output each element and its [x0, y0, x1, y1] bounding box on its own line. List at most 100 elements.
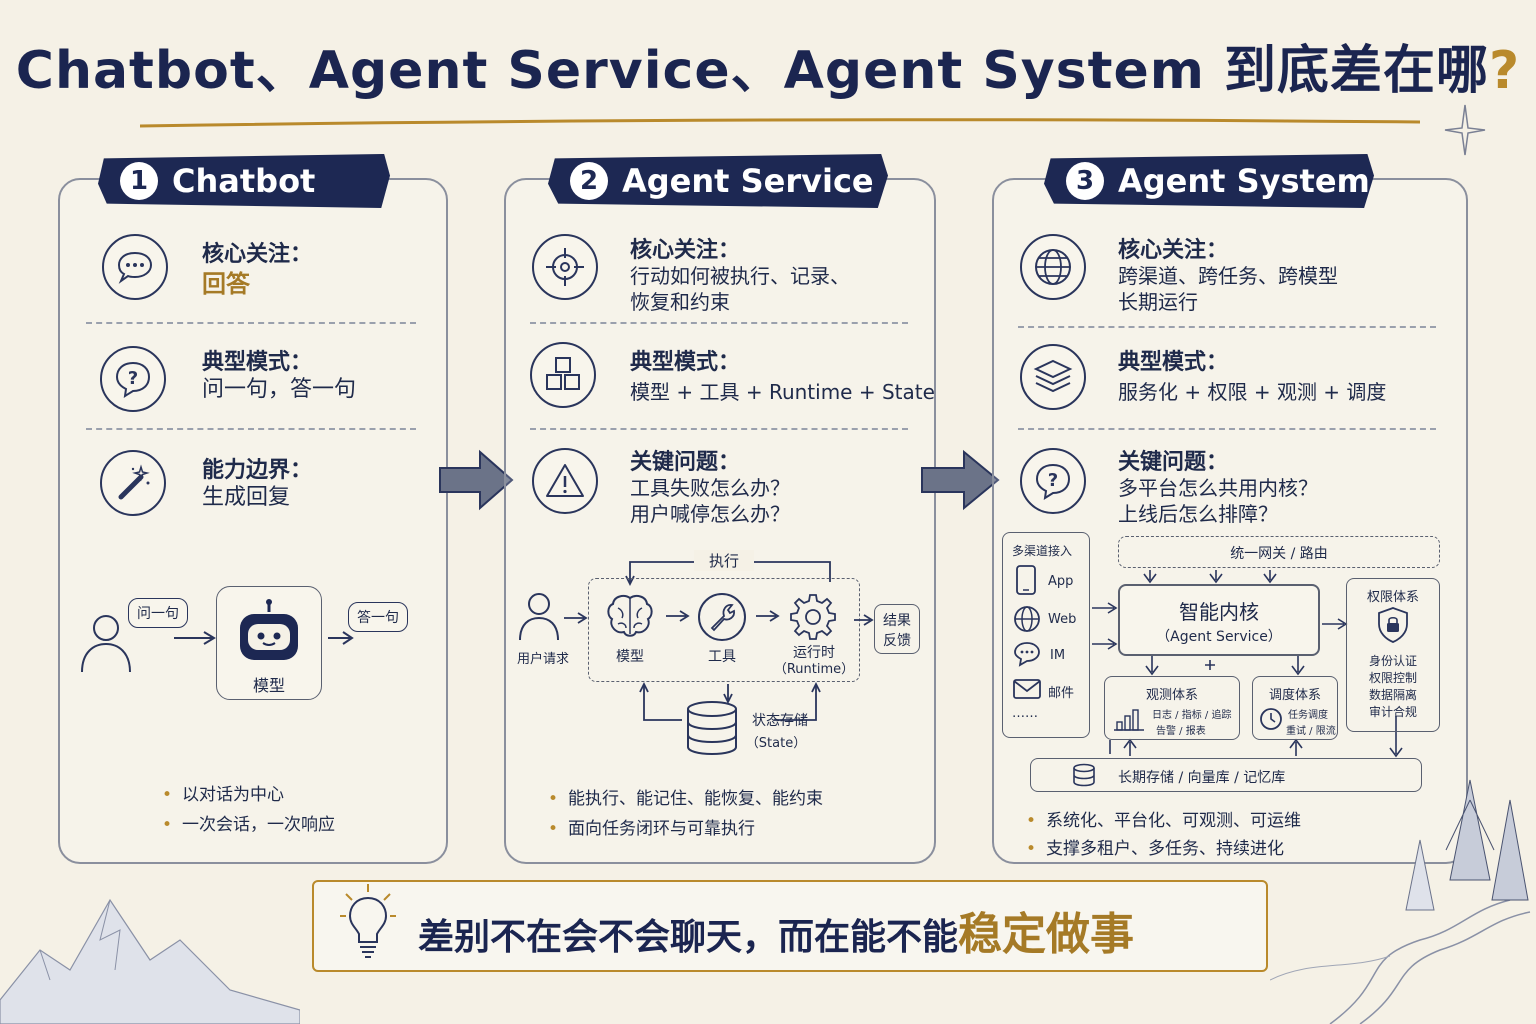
- scheduling-box: [1252, 676, 1338, 740]
- section-title: 能力边界：: [202, 458, 313, 483]
- section-text: 回答: [202, 270, 250, 298]
- bullet-item: 能执行、能记住、能恢复、能约束: [548, 784, 823, 809]
- user-icon: [519, 593, 559, 641]
- observability-title: 观测体系: [1145, 688, 1198, 703]
- big-arrow-icon: [439, 449, 514, 511]
- divider: [1018, 326, 1436, 328]
- divider: [530, 322, 908, 324]
- cubes-icon: [530, 342, 596, 408]
- bullet-item: 一次会话，一次响应: [162, 810, 335, 835]
- conclusion-text: 差别不在会不会聊天，而在能不能稳定做事: [418, 909, 1135, 960]
- section-text: 服务化 + 权限 + 观测 + 调度: [1118, 380, 1387, 404]
- state-label: 状态存储: [752, 713, 808, 729]
- result-label: 结果: [883, 613, 911, 629]
- svg-text:?: ?: [1048, 470, 1058, 491]
- channel-item: IM: [1050, 648, 1066, 663]
- arrow-right-icon: [666, 610, 690, 622]
- globe-icon: [1020, 234, 1086, 300]
- state-label-en: （State）: [745, 736, 807, 751]
- section-title: 核心关注：: [630, 238, 741, 263]
- core-label-en: （Agent Service）: [1156, 629, 1282, 645]
- storage-label: 长期存储 / 向量库 / 记忆库: [1118, 770, 1286, 786]
- result-label: 反馈: [883, 633, 911, 649]
- section-text: 用户喊停怎么办？: [630, 502, 790, 526]
- channels-title: 多渠道接入: [1012, 544, 1073, 558]
- question-icon: ?: [100, 346, 166, 412]
- gateway-box: [1118, 536, 1440, 568]
- result-box: [874, 604, 920, 654]
- divider: [86, 322, 416, 324]
- globe-icon: [1014, 606, 1040, 632]
- scheduling-item: 重试 / 限流: [1286, 726, 1336, 737]
- section-text: 问一句，答一句: [202, 377, 357, 402]
- page-title: Chatbot、Agent Service、Agent System 到底差在哪…: [15, 41, 1521, 101]
- channel-item: ……: [1012, 706, 1038, 721]
- model-label: 模型: [616, 649, 644, 665]
- permission-item: 权限控制: [1368, 671, 1417, 685]
- state-flow-lines: [639, 681, 821, 721]
- ask-bubble: 问一句: [128, 598, 188, 628]
- permission-title: 权限体系: [1366, 590, 1419, 605]
- arrow-right-icon: [328, 631, 354, 645]
- scheduling-title: 调度体系: [1268, 688, 1321, 703]
- bullet-item: 支撑多租户、多任务、持续进化: [1026, 834, 1284, 859]
- permission-item: 审计合规: [1368, 705, 1417, 719]
- divider: [530, 428, 908, 430]
- forest-road-illustration: [1270, 779, 1531, 1024]
- title-underline: [140, 118, 1420, 128]
- gear-icon: [790, 594, 836, 640]
- section-title: 典型模式：: [1118, 350, 1229, 375]
- section-title: 关键问题：: [1118, 450, 1229, 475]
- bar-chart-icon: [1114, 709, 1144, 731]
- bullet-item: 以对话为中心: [162, 780, 284, 805]
- arrow-right-icon: [564, 612, 588, 624]
- runtime-label-en: （Runtime）: [773, 662, 855, 677]
- mail-icon: [1013, 679, 1041, 699]
- chat-bubble-icon: [1014, 642, 1040, 667]
- section-title: 核心关注：: [202, 242, 313, 267]
- wrench-icon: [698, 593, 746, 641]
- channels-box: [1002, 532, 1090, 738]
- storage-box: [1030, 758, 1422, 792]
- section-text: 长期运行: [1118, 290, 1198, 314]
- user-icon: [81, 615, 131, 673]
- observability-box: [1104, 676, 1240, 740]
- warning-icon: [532, 448, 598, 514]
- observability-item: 日志 / 指标 / 追踪: [1152, 710, 1232, 721]
- system-connectors: [1092, 570, 1403, 758]
- database-icon: [687, 701, 737, 756]
- bullet-item: 面向任务闭环与可靠执行: [548, 814, 755, 839]
- channel-item: 邮件: [1048, 686, 1075, 701]
- gateway-label: 统一网关 / 路由: [1230, 546, 1328, 562]
- runtime-label: 运行时: [793, 645, 835, 661]
- section-title: 典型模式：: [202, 350, 313, 375]
- arrow-right-icon: [174, 631, 216, 645]
- arrow-right-icon: [854, 614, 874, 626]
- big-arrow-icon: [921, 449, 1000, 511]
- divider: [86, 428, 416, 430]
- clock-icon: [1260, 708, 1282, 730]
- section-title: 关键问题：: [630, 450, 741, 475]
- phone-icon: [1016, 565, 1036, 595]
- agent-loop-box: [588, 578, 860, 682]
- layers-icon: [1020, 344, 1086, 410]
- channel-item: App: [1048, 574, 1074, 589]
- model-label: 模型: [252, 676, 285, 695]
- permission-item: 数据隔离: [1368, 688, 1417, 702]
- shield-lock-icon: [1378, 607, 1408, 643]
- section-text: 跨渠道、跨任务、跨模型: [1118, 264, 1338, 288]
- section-title: 核心关注：: [1118, 238, 1229, 263]
- magic-wand-icon: [100, 450, 166, 516]
- section-text: 工具失败怎么办？: [630, 476, 790, 500]
- target-icon: [532, 234, 598, 300]
- core-label: 智能内核: [1179, 600, 1259, 624]
- section-text: 行动如何被执行、记录、: [630, 264, 850, 288]
- section-text: 上线后怎么排障？: [1118, 502, 1278, 526]
- section-text: 模型 + 工具 + Runtime + State: [630, 380, 935, 404]
- section-text: 恢复和约束: [630, 290, 730, 314]
- sparkle-icon: [1444, 104, 1486, 156]
- svg-text:?: ?: [128, 368, 138, 389]
- section-title: 典型模式：: [630, 350, 741, 375]
